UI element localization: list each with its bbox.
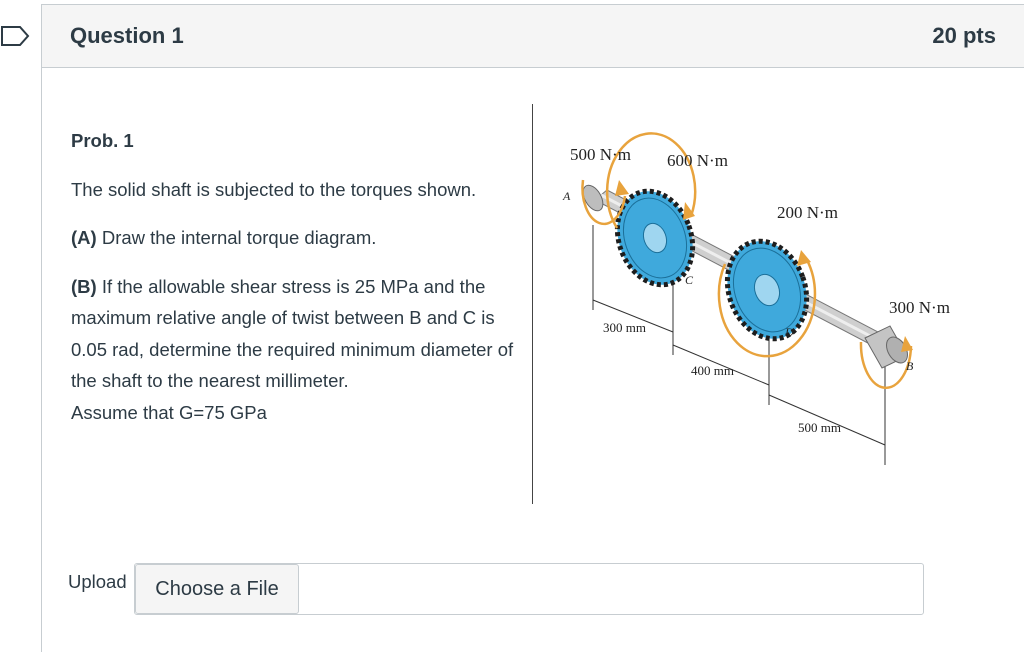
part-b-label: (B) — [71, 275, 97, 297]
point-d-label: D — [784, 325, 794, 339]
dimension-lines — [592, 225, 886, 465]
dimension-ac-label: 300 mm — [603, 320, 646, 335]
question-title: Question 1 — [70, 23, 184, 48]
gear-d — [724, 238, 810, 342]
upload-label: Upload — [68, 571, 127, 592]
torque-arrows — [581, 132, 913, 390]
point-c-label: C — [685, 273, 694, 287]
part-a-label: (A) — [71, 227, 97, 248]
dimension-db-label: 500 mm — [798, 420, 841, 435]
bookmark-flag-icon[interactable] — [0, 25, 30, 47]
problem-intro: The solid shaft is subjected to the torq… — [71, 178, 477, 200]
torque-d-label: 200 N·m — [777, 203, 838, 222]
question-card: Question 1 20 pts — [41, 4, 1024, 652]
torque-c-label: 600 N·m — [667, 151, 728, 170]
question-header: Question 1 20 pts — [42, 5, 1024, 68]
part-a: (A) Draw the internal torque diagram. — [71, 222, 521, 254]
shaft-figure: 500 N·m 600 N·m 200 N·m 300 N·m A C D B … — [562, 132, 950, 465]
point-a-label: A — [562, 189, 571, 203]
part-b: (B) If the allowable shear stress is 25 … — [71, 271, 521, 397]
torque-b-label: 300 N·m — [889, 298, 950, 317]
problem-heading: Prob. 1 — [71, 130, 134, 151]
point-b-label: B — [906, 359, 914, 373]
question-points: 20 pts — [932, 23, 996, 48]
gear-c — [614, 188, 696, 288]
torque-arrowheads — [615, 180, 913, 352]
part-a-text: Draw the internal torque diagram. — [96, 227, 377, 248]
dimension-cd-label: 400 mm — [691, 363, 734, 378]
question-text: Prob. 1 The solid shaft is subjected to … — [71, 125, 521, 428]
part-b-text: If the allowable shear stress is 25 MPa … — [71, 275, 514, 392]
assumption: Assume that G=75 GPa — [71, 401, 267, 423]
torque-a-label: 500 N·m — [570, 145, 631, 164]
column-divider — [532, 104, 533, 504]
choose-file-button[interactable]: Choose a File — [135, 564, 299, 614]
